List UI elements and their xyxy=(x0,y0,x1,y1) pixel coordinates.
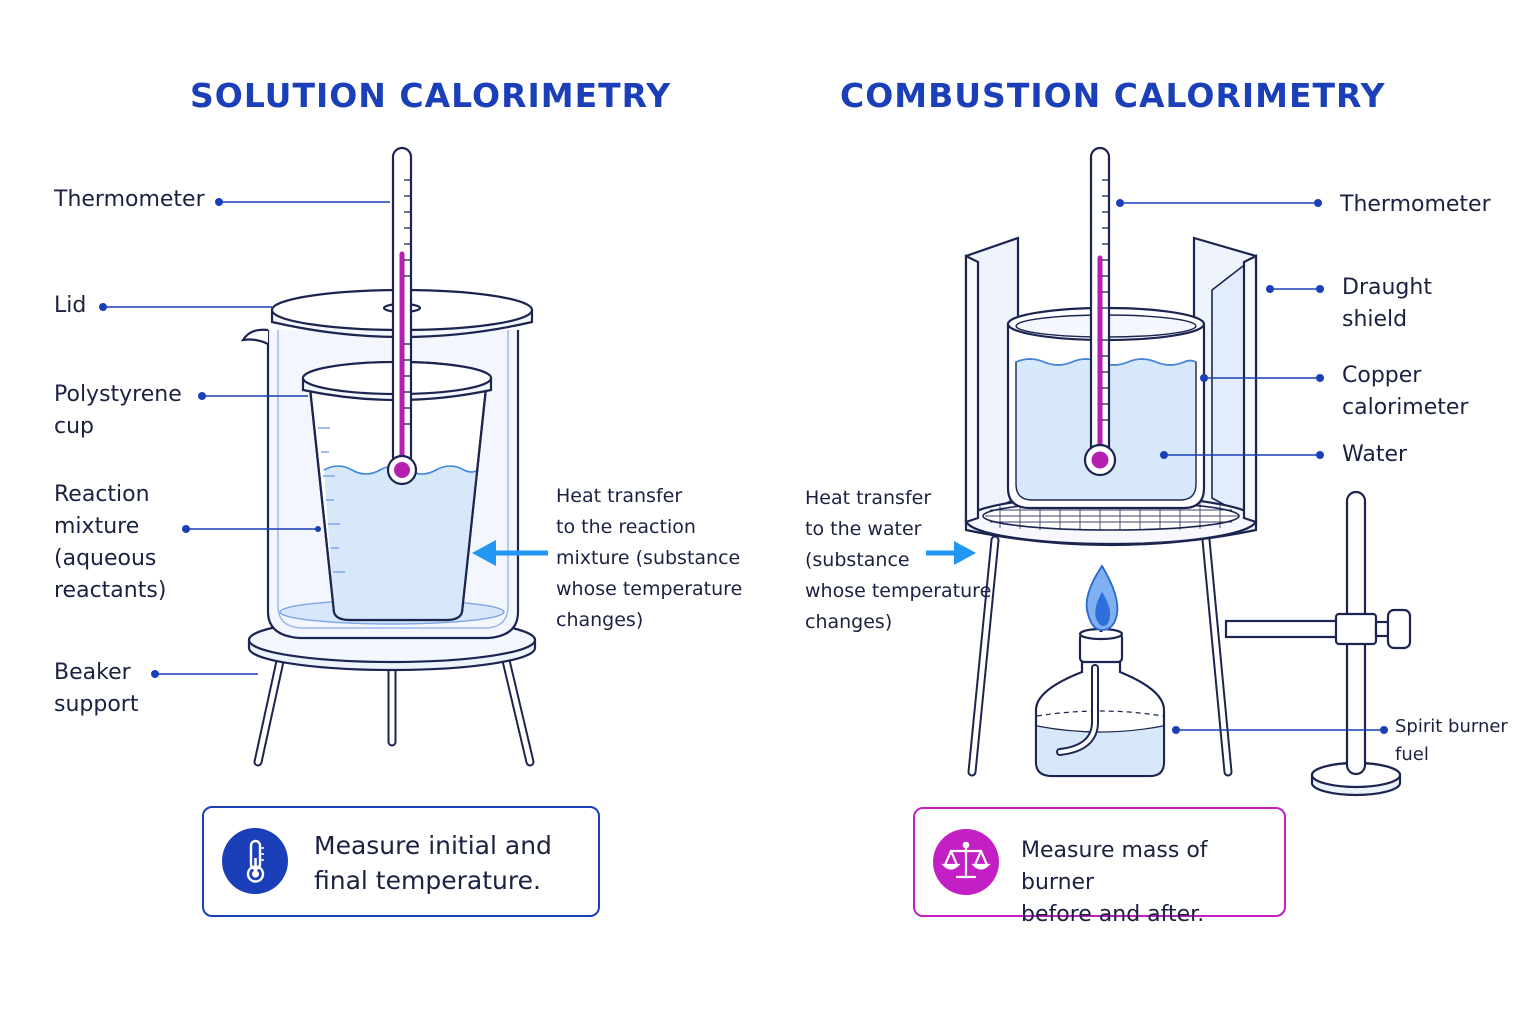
label-water: Water xyxy=(1342,442,1408,467)
solution-callout: Measure initial and final temperature. xyxy=(202,806,600,917)
combustion-heat-arrow xyxy=(926,541,976,565)
label-beaker-support: Beaker support xyxy=(54,660,139,717)
label-copper-calorimeter: Copper calorimeter xyxy=(1342,363,1469,420)
spirit-burner xyxy=(1034,624,1166,778)
combustion-callout-text: Measure mass of burner before and after. xyxy=(1021,838,1208,927)
solution-apparatus xyxy=(240,146,537,767)
label-polystyrene-cup: Polystyrene cup xyxy=(54,382,182,439)
tripod-legs xyxy=(967,535,1233,777)
label-draught-shield: Draught shield xyxy=(1342,275,1432,332)
combustion-apparatus xyxy=(964,146,1412,797)
solution-heat-arrow xyxy=(472,540,548,566)
combustion-thermometer xyxy=(1083,146,1117,477)
solution-title: SOLUTION CALORIMETRY xyxy=(190,76,672,115)
clamp-stand xyxy=(1224,490,1412,797)
solution-callout-text: Measure initial and final temperature. xyxy=(314,831,552,895)
combustion-callout: Measure mass of burner before and after. xyxy=(913,807,1286,927)
solution-thermometer xyxy=(386,146,418,486)
combustion-title: COMBUSTION CALORIMETRY xyxy=(840,76,1386,115)
solution-heat-note: Heat transfer to the reaction mixture (s… xyxy=(556,485,743,631)
solution-leader-lines xyxy=(99,198,390,678)
label-thermometer-right: Thermometer xyxy=(1340,192,1491,217)
combustion-leader-lines xyxy=(1116,199,1388,734)
label-lid: Lid xyxy=(54,293,87,318)
label-spirit-burner: Spirit burner fuel xyxy=(1395,716,1508,765)
combustion-heat-note: Heat transfer to the water (substance wh… xyxy=(805,487,992,633)
balance-scale-icon xyxy=(933,829,999,895)
flame xyxy=(1085,564,1119,631)
label-thermometer-left: Thermometer xyxy=(54,187,205,212)
label-reaction-mixture: Reaction mixture (aqueous reactants) xyxy=(54,482,167,603)
thermometer-icon xyxy=(222,828,288,894)
beaker-support-legs xyxy=(253,647,535,767)
